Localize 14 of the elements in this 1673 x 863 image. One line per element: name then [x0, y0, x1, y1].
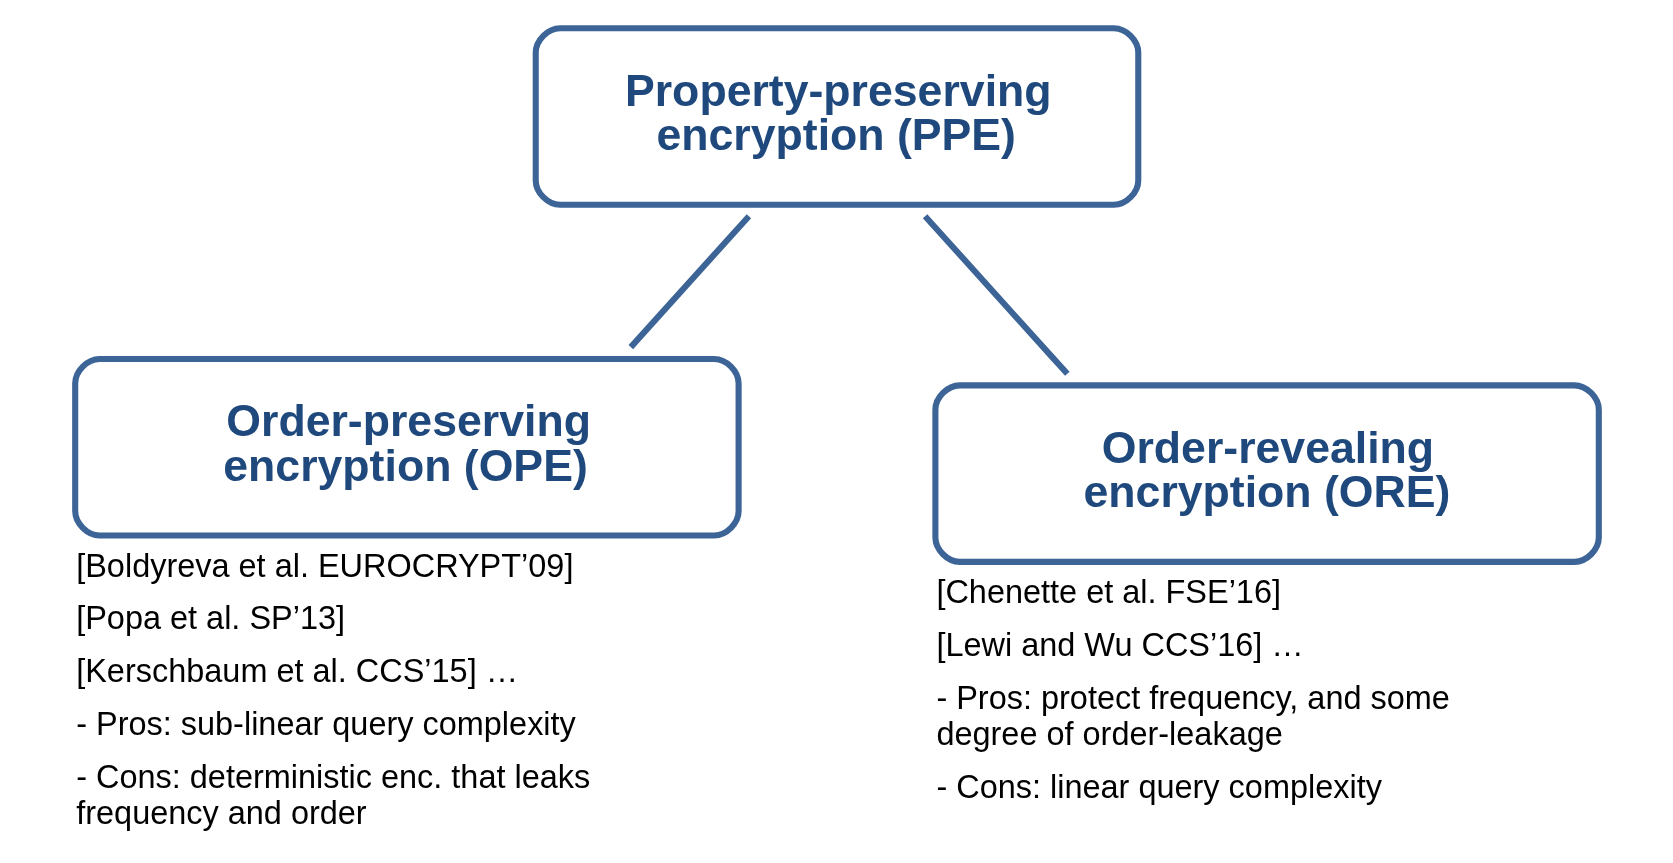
- node-label: [Boldyreva et al. EUROCRYPT’09]: [75, 547, 573, 584]
- connector: [628, 213, 751, 349]
- node-label: [Kerschbaum et al. CCS’15] …: [75, 652, 518, 689]
- node-box: Property-preserving encryption (PPE): [532, 24, 1141, 208]
- node-label: [Chenette et al. FSE’16]: [935, 573, 1281, 610]
- node-label: [Popa et al. SP’13]: [75, 599, 345, 636]
- node-label: - Pros: protect frequency, and some degree of order-leakage: [935, 679, 1450, 752]
- connector: [922, 213, 1070, 376]
- node-label: - Cons: linear query complexity: [935, 768, 1382, 805]
- node-label: [Lewi and Wu CCS’16] …: [935, 626, 1304, 663]
- node-box: Order-preserving encryption (OPE): [71, 355, 742, 538]
- node-box: Order-revealing encryption (ORE): [931, 381, 1602, 565]
- node-label: - Cons: deterministic enc. that leaks frequency and order: [75, 758, 590, 831]
- node-label: - Pros: sub-linear query complexity: [75, 705, 576, 742]
